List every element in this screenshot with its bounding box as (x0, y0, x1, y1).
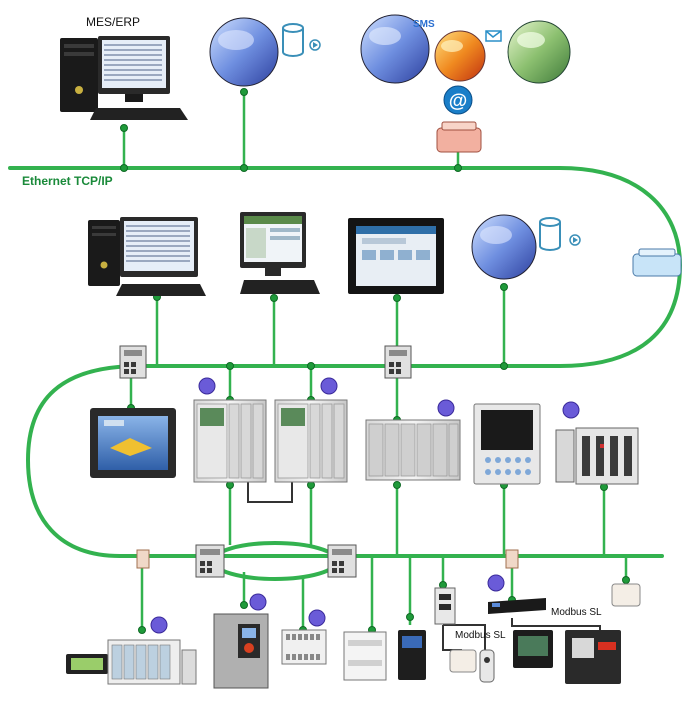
email-bubble-icon (434, 30, 486, 82)
plc-rack-icon-2 (274, 399, 348, 483)
mes-erp-computer-icon (60, 36, 188, 120)
compact-plc-icon (343, 631, 387, 681)
ethernet-backbone-left-loop (25, 364, 142, 558)
play-icon (309, 39, 321, 51)
web-badge-icon (437, 399, 455, 417)
web-badge-icon (562, 401, 580, 419)
web-badges (150, 377, 580, 634)
database-icon (282, 23, 304, 57)
data-storage-bubble-icon (209, 17, 279, 87)
motor-starter-icon (434, 587, 456, 625)
ethernet-switch-icon-2 (384, 345, 412, 379)
data-storage-bubble-icon-2 (471, 214, 537, 280)
industrial-hmi-panel-icon (348, 218, 444, 294)
at-sign-text: @ (449, 91, 468, 112)
modbus-sl-label-2: Modbus SL (551, 607, 602, 618)
plc-rack-icon-1 (193, 399, 267, 483)
distributed-io-icon (66, 639, 197, 685)
sms-bubble-icon (360, 14, 430, 84)
plc-rack-icon-3 (365, 419, 461, 481)
mes-erp-label: MES/ERP (86, 15, 141, 29)
touch-hmi-panel-icon (90, 408, 176, 478)
modular-controller-icon (555, 427, 639, 485)
operator-terminal-icon (473, 403, 541, 485)
ethernet-switch-icon-4 (327, 544, 357, 578)
web-badge-icon (487, 574, 505, 592)
serial-device-box-icon (449, 649, 477, 673)
web-badge-icon (308, 609, 326, 627)
remote-control-icon (479, 649, 495, 683)
power-meter-icon (513, 630, 553, 668)
circuit-breaker-icon (565, 630, 621, 684)
database-icon-2 (539, 217, 561, 251)
web-badge-icon (320, 377, 338, 395)
serial-links (247, 482, 601, 651)
email-gateway-box-icon (436, 121, 482, 153)
email-at-icon: @ (443, 85, 473, 115)
ethernet-tcpip-label: Ethernet TCP/IP (22, 174, 113, 188)
tap-connector-icon-2 (505, 549, 519, 569)
ethernet-ring (211, 541, 339, 581)
ethernet-switch-icon-3 (195, 544, 225, 578)
sms-label: SMS (413, 19, 435, 30)
flat-panel-monitor-icon (240, 212, 320, 294)
web-bubble-icon (507, 20, 571, 84)
play-icon-2 (569, 234, 581, 246)
web-badge-icon (198, 377, 216, 395)
web-badge-icon (249, 593, 267, 611)
ethernet-switch-icon-1 (119, 345, 147, 379)
modbus-sl-label-1: Modbus SL (455, 630, 506, 641)
modbus-gateway-icon (488, 598, 546, 614)
engineering-workstation-icon (88, 217, 206, 296)
web-badge-icon (150, 616, 168, 634)
tap-connector-icon-1 (136, 549, 150, 569)
router-box-icon (632, 248, 682, 277)
variable-speed-drive-icon (213, 613, 269, 689)
gateway-box-icon-bottom (611, 583, 641, 607)
envelope-icon (485, 30, 502, 42)
io-module-icon (281, 629, 327, 665)
soft-starter-icon (398, 630, 426, 680)
